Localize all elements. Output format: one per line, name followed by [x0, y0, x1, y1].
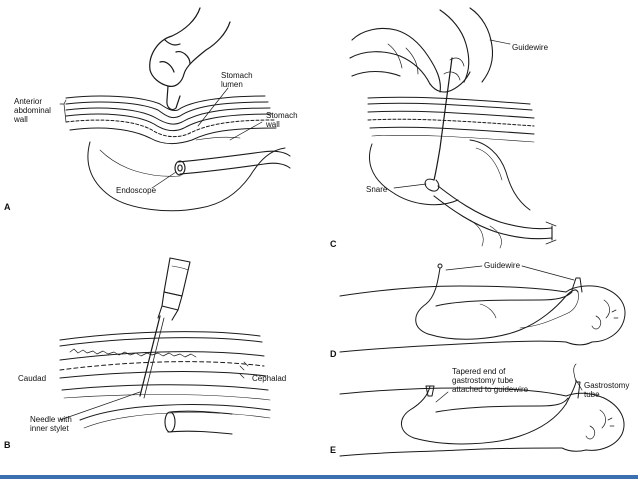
- panel-b-endoscope: [164, 410, 233, 435]
- label-guidewire-c: Guidewire: [512, 43, 549, 52]
- panel-d: Guidewire D: [330, 261, 626, 359]
- label-guidewire-d: Guidewire: [484, 261, 521, 270]
- panel-c-guidewire: [433, 57, 453, 181]
- panel-b-stomach: [79, 404, 271, 429]
- panel-c: Guidewire Snare C: [330, 7, 557, 249]
- panel-letter-e: E: [330, 445, 336, 455]
- panel-c-abdominal-wall: [367, 96, 535, 143]
- panel-e-gastrostomy-tube: [401, 363, 581, 445]
- panel-c-stomach: [369, 139, 531, 211]
- panel-b-syringe: [139, 257, 191, 399]
- panel-a-abdominal-wall: [65, 95, 277, 144]
- panel-d-leaders: [445, 265, 575, 281]
- panel-e-body: [339, 387, 625, 457]
- panel-letter-b: B: [4, 440, 11, 450]
- label-snare: Snare: [366, 185, 388, 194]
- panel-letter-c: C: [330, 239, 337, 249]
- panel-a-endoscope: [174, 150, 291, 176]
- panel-d-body: [339, 285, 626, 353]
- panel-a-leaders: [59, 87, 263, 189]
- label-endoscope: Endoscope: [116, 186, 157, 195]
- panel-a-hand: [149, 7, 231, 111]
- bottom-accent-bar: [0, 475, 638, 479]
- label-cephalad: Cephalad: [252, 374, 286, 383]
- label-caudad: Caudad: [18, 374, 46, 383]
- panel-d-guidewire: [415, 263, 583, 340]
- panel-c-hands: [349, 7, 494, 93]
- panel-b-tissue-layers: [59, 331, 271, 401]
- panel-a-stomach: [87, 136, 286, 212]
- panel-e-leaders: [435, 379, 583, 403]
- panel-c-endoscope: [433, 185, 557, 249]
- panel-letter-a: A: [4, 202, 11, 212]
- panel-letter-d: D: [330, 349, 337, 359]
- panel-c-snare: [424, 178, 440, 192]
